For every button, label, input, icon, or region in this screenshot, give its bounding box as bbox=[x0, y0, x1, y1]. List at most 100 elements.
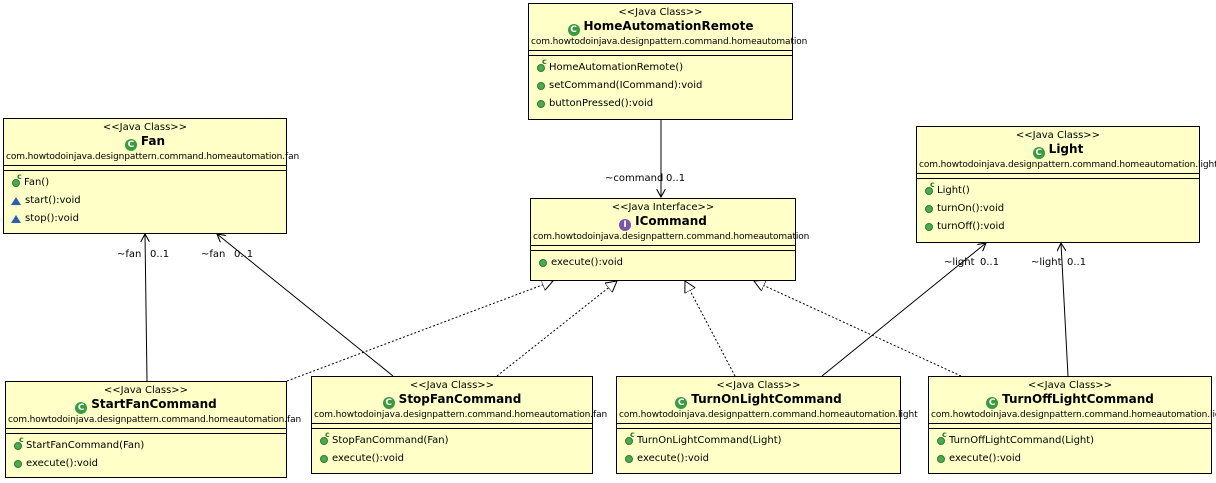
java-class-icon: C bbox=[124, 139, 137, 151]
class-name: StartFanCommand bbox=[91, 397, 217, 411]
package-name: com.howtodoinjava.designpattern.command.… bbox=[919, 160, 1216, 170]
package-method-icon bbox=[11, 215, 21, 223]
operation-item[interactable]: execute():void bbox=[312, 450, 592, 468]
role-label-light-on: ~light bbox=[944, 257, 975, 268]
public-method-icon bbox=[925, 205, 933, 213]
role-label-light-off: ~light bbox=[1031, 257, 1062, 268]
constructor-icon bbox=[14, 436, 24, 450]
operation-item[interactable]: StartFanCommand(Fan) bbox=[6, 436, 286, 455]
public-method-icon bbox=[625, 455, 633, 463]
multiplicity-label-command: 0..1 bbox=[666, 173, 686, 184]
public-method-icon bbox=[14, 460, 22, 468]
class-name: TurnOffLightCommand bbox=[1002, 392, 1154, 406]
operations-compartment: TurnOffLightCommand(Light) execute():voi… bbox=[929, 429, 1211, 470]
attributes-compartment bbox=[617, 424, 900, 429]
operation-item[interactable]: StopFanCommand(Fan) bbox=[312, 431, 592, 450]
operation-item[interactable]: start():void bbox=[4, 192, 286, 210]
attributes-compartment bbox=[531, 246, 795, 251]
operations-compartment: HomeAutomationRemote() setCommand(IComma… bbox=[529, 56, 792, 115]
multiplicity-label-light-on: 0..1 bbox=[980, 257, 1000, 268]
constructor-icon bbox=[320, 431, 330, 445]
package-name: com.howtodoinjava.designpattern.command.… bbox=[619, 410, 918, 420]
operation-item[interactable]: execute():void bbox=[531, 254, 795, 272]
association-turnoff-light bbox=[1061, 243, 1069, 377]
java-class-icon: C bbox=[382, 397, 395, 409]
java-class-icon: C bbox=[675, 397, 688, 409]
attributes-compartment bbox=[929, 424, 1211, 429]
class-name: HomeAutomationRemote bbox=[583, 19, 754, 33]
package-method-icon bbox=[11, 197, 21, 205]
operation-item[interactable]: turnOn():void bbox=[917, 200, 1199, 218]
operation-item[interactable]: execute():void bbox=[929, 450, 1211, 468]
operation-item[interactable]: setCommand(ICommand):void bbox=[529, 77, 792, 95]
operation-item[interactable]: Light() bbox=[917, 181, 1199, 200]
java-class-icon: C bbox=[75, 402, 88, 414]
constructor-icon bbox=[537, 58, 547, 72]
java-interface-icon: I bbox=[619, 219, 632, 231]
operation-item[interactable]: HomeAutomationRemote() bbox=[529, 58, 792, 77]
operations-compartment: StopFanCommand(Fan) execute():void bbox=[312, 429, 592, 470]
multiplicity-label-light-off: 0..1 bbox=[1067, 257, 1087, 268]
public-method-icon bbox=[925, 223, 933, 231]
realization-turnoff-icommand bbox=[754, 281, 962, 377]
operations-compartment: Light() turnOn():void turnOff():void bbox=[917, 179, 1199, 238]
attributes-compartment bbox=[4, 166, 286, 171]
operations-compartment: StartFanCommand(Fan) execute():void bbox=[6, 434, 286, 475]
package-name: com.howtodoinjava.designpattern.command.… bbox=[6, 152, 300, 162]
operation-item[interactable]: buttonPressed():void bbox=[529, 95, 792, 113]
package-name: com.howtodoinjava.designpattern.command.… bbox=[531, 37, 808, 47]
package-name: com.howtodoinjava.designpattern.command.… bbox=[314, 410, 608, 420]
operation-item[interactable]: TurnOffLightCommand(Light) bbox=[929, 431, 1211, 450]
multiplicity-label-fan-stop: 0..1 bbox=[234, 249, 254, 260]
association-turnon-light bbox=[821, 243, 986, 377]
operation-item[interactable]: execute():void bbox=[617, 450, 900, 468]
realization-startfan-icommand bbox=[286, 281, 553, 382]
attributes-compartment bbox=[917, 174, 1199, 179]
constructor-icon bbox=[625, 431, 635, 445]
java-class-icon: C bbox=[567, 24, 580, 36]
class-name: Light bbox=[1048, 142, 1084, 156]
constructor-icon bbox=[937, 431, 947, 445]
operations-compartment: TurnOnLightCommand(Light) execute():void bbox=[617, 429, 900, 470]
package-name: com.howtodoinjava.designpattern.command.… bbox=[8, 415, 302, 425]
public-method-icon bbox=[320, 455, 328, 463]
association-startfan-fan bbox=[145, 234, 147, 382]
class-name: TurnOnLightCommand bbox=[691, 392, 842, 406]
operation-item[interactable]: stop():void bbox=[4, 210, 286, 228]
realization-turnon-icommand bbox=[685, 281, 736, 377]
operations-compartment: execute():void bbox=[531, 251, 795, 274]
constructor-icon bbox=[925, 181, 935, 195]
attributes-compartment bbox=[529, 51, 792, 56]
role-label-command: ~command bbox=[605, 173, 664, 184]
operation-item[interactable]: turnOff():void bbox=[917, 218, 1199, 236]
package-name: com.howtodoinjava.designpattern.command.… bbox=[533, 232, 810, 242]
role-label-fan-start: ~fan bbox=[117, 249, 142, 260]
role-label-fan-stop: ~fan bbox=[201, 249, 226, 260]
attributes-compartment bbox=[312, 424, 592, 429]
class-name: Fan bbox=[140, 134, 166, 148]
public-method-icon bbox=[537, 100, 545, 108]
operation-item[interactable]: execute():void bbox=[6, 455, 286, 473]
operation-item[interactable]: TurnOnLightCommand(Light) bbox=[617, 431, 900, 450]
attributes-compartment bbox=[6, 429, 286, 434]
public-method-icon bbox=[539, 259, 547, 267]
java-class-icon: C bbox=[986, 397, 999, 409]
operations-compartment: Fan() start():void stop():void bbox=[4, 171, 286, 230]
package-name: com.howtodoinjava.designpattern.command.… bbox=[931, 410, 1216, 420]
class-name: StopFanCommand bbox=[398, 392, 522, 406]
operation-item[interactable]: Fan() bbox=[4, 173, 286, 192]
multiplicity-label-fan-start: 0..1 bbox=[150, 249, 170, 260]
public-method-icon bbox=[937, 455, 945, 463]
public-method-icon bbox=[537, 82, 545, 90]
realization-stopfan-icommand bbox=[496, 281, 617, 377]
interface-name: ICommand bbox=[635, 214, 707, 228]
